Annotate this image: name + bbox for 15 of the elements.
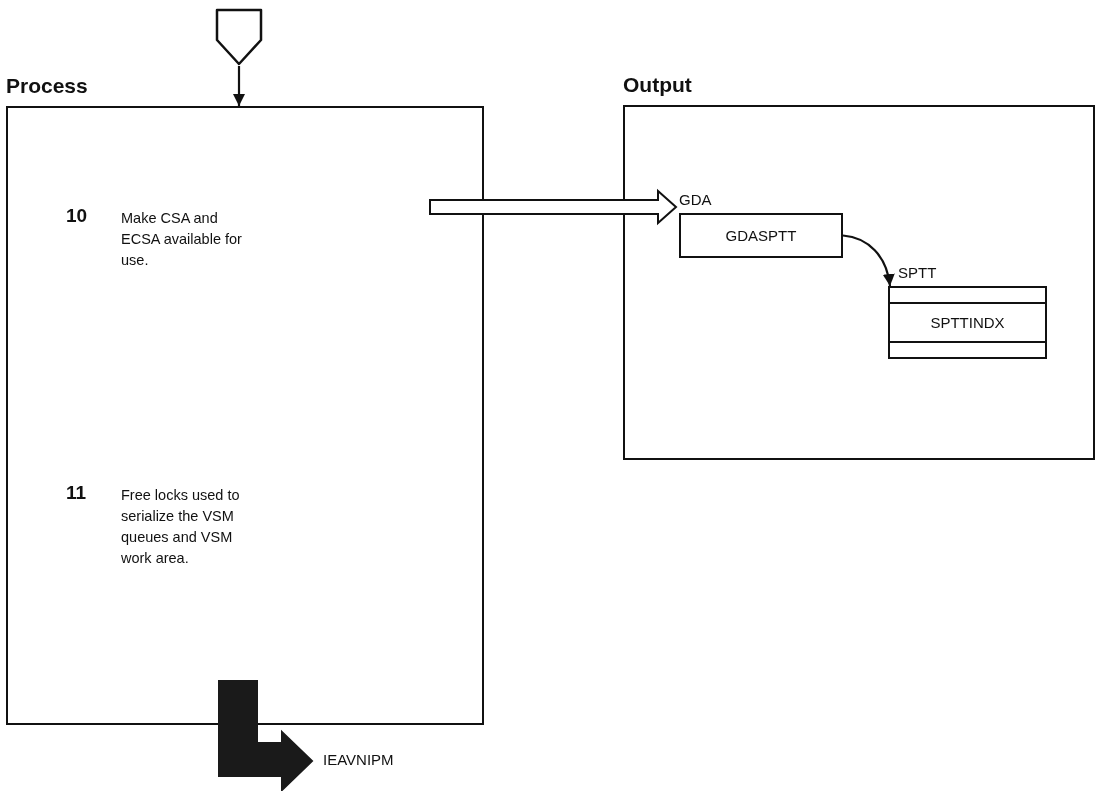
field-name: SPTTINDX — [890, 302, 1045, 343]
block-arrow — [218, 680, 314, 791]
step-description: Free locks used to serialize the VSM queues and VSM work area. — [121, 486, 241, 568]
step-number: 11 — [66, 482, 87, 504]
hollow-arrow — [429, 188, 678, 226]
step-number: 10 — [66, 205, 88, 227]
arrow — [842, 234, 895, 287]
field-name: GDASPTT — [724, 227, 798, 244]
section-heading: Output — [623, 73, 692, 97]
arrow — [233, 66, 245, 106]
step-description: Make CSA and ECSA available for use. — [121, 209, 243, 270]
control-block-name: GDA — [679, 191, 712, 208]
module-name: IEAVNIPM — [323, 751, 394, 768]
section-heading: Process — [6, 74, 88, 98]
control-block-name: SPTT — [898, 264, 937, 281]
